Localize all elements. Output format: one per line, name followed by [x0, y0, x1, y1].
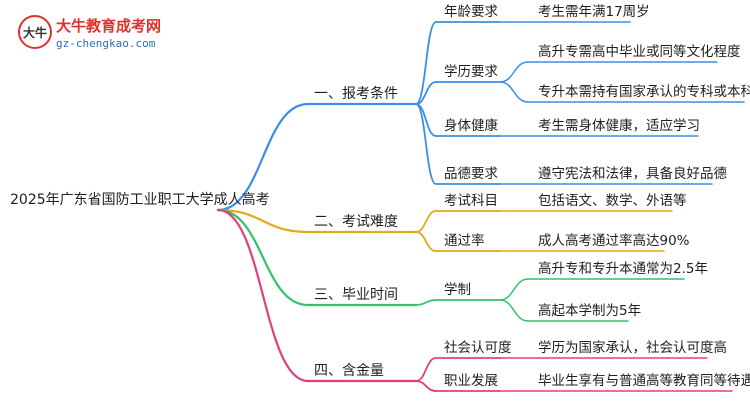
- branch-label-2: 二、考试难度: [314, 214, 398, 230]
- sub-label-4-1: 社会认可度: [444, 340, 512, 356]
- branch-label-4: 四、含金量: [314, 363, 384, 379]
- leaf-label-3-1-1: 高升专和专升本通常为2.5年: [538, 260, 708, 277]
- sub-label-1-1: 年龄要求: [444, 4, 498, 20]
- leaf-label-1-3-1: 考生需身体健康，适应学习: [538, 117, 700, 134]
- branch-link-1: [216, 102, 310, 212]
- root-title: 2025年广东省国防工业职工大学成人高考: [10, 191, 270, 208]
- sub-link-1-1: [415, 21, 437, 105]
- leaf-label-1-1-1: 考生需年满17周岁: [538, 4, 650, 20]
- leaf-label-2-2-1: 成人高考通过率高达90%: [538, 232, 690, 249]
- branch-label-3: 三、毕业时间: [314, 287, 398, 303]
- sub-link-2-1: [415, 210, 437, 233]
- leaf-link-3-1-2: [499, 299, 529, 322]
- leaf-link-1-2-2: [499, 81, 529, 103]
- sub-label-2-2: 通过率: [444, 232, 485, 249]
- leaf-label-1-2-2: 专升本需持有国家承认的专科或本科文凭: [538, 83, 750, 100]
- branch-label-1: 一、报考条件: [314, 85, 398, 102]
- sub-link-4-2: [415, 380, 437, 392]
- mindmap-labels: 2025年广东省国防工业职工大学成人高考 一、报考条件 年龄要求 考生需年满17周岁学…: [10, 4, 750, 389]
- sub-label-3-1: 学制: [444, 282, 471, 298]
- leaf-label-1-4-1: 遵守宪法和法律，具备良好品德: [538, 165, 727, 182]
- mindmap-links: [216, 21, 745, 392]
- branch-link-2: [216, 208, 310, 234]
- leaf-label-4-1-1: 学历为国家承认，社会认可度高: [538, 339, 727, 356]
- logo-glyph: 大牛: [23, 25, 47, 40]
- leaf-link-1-2-1: [499, 61, 529, 83]
- branch-link-3: [216, 208, 310, 307]
- site-logo: 大牛 大牛教育成考网 gz-chengkao.com: [18, 15, 161, 50]
- leaf-label-4-2-1: 毕业生享有与普通高等教育同等待遇: [538, 372, 750, 389]
- sub-label-2-1: 考试科目: [444, 193, 498, 209]
- logo-ring-icon: [18, 15, 52, 49]
- leaf-link-3-1-1: [499, 278, 529, 301]
- leaf-label-2-1-1: 包括语文、数学、外语等: [538, 192, 687, 209]
- sub-link-3-1: [415, 299, 437, 306]
- sub-label-1-2: 学历要求: [444, 64, 498, 80]
- logo-url: gz-chengkao.com: [56, 37, 156, 50]
- leaf-label-3-1-2: 高起本学制为5年: [538, 302, 641, 319]
- sub-link-1-4: [415, 103, 437, 185]
- sub-link-2-2: [415, 231, 437, 252]
- branch-link-4: [216, 208, 310, 383]
- leaf-label-1-2-1: 高升专需高中毕业或同等文化程度: [538, 43, 741, 60]
- sub-label-4-2: 职业发展: [444, 373, 498, 389]
- logo-title: 大牛教育成考网: [56, 17, 161, 35]
- sub-link-1-2: [415, 81, 437, 105]
- sub-label-1-4: 品德要求: [444, 166, 498, 182]
- sub-label-1-3: 身体健康: [444, 117, 498, 134]
- sub-link-4-1: [415, 357, 437, 382]
